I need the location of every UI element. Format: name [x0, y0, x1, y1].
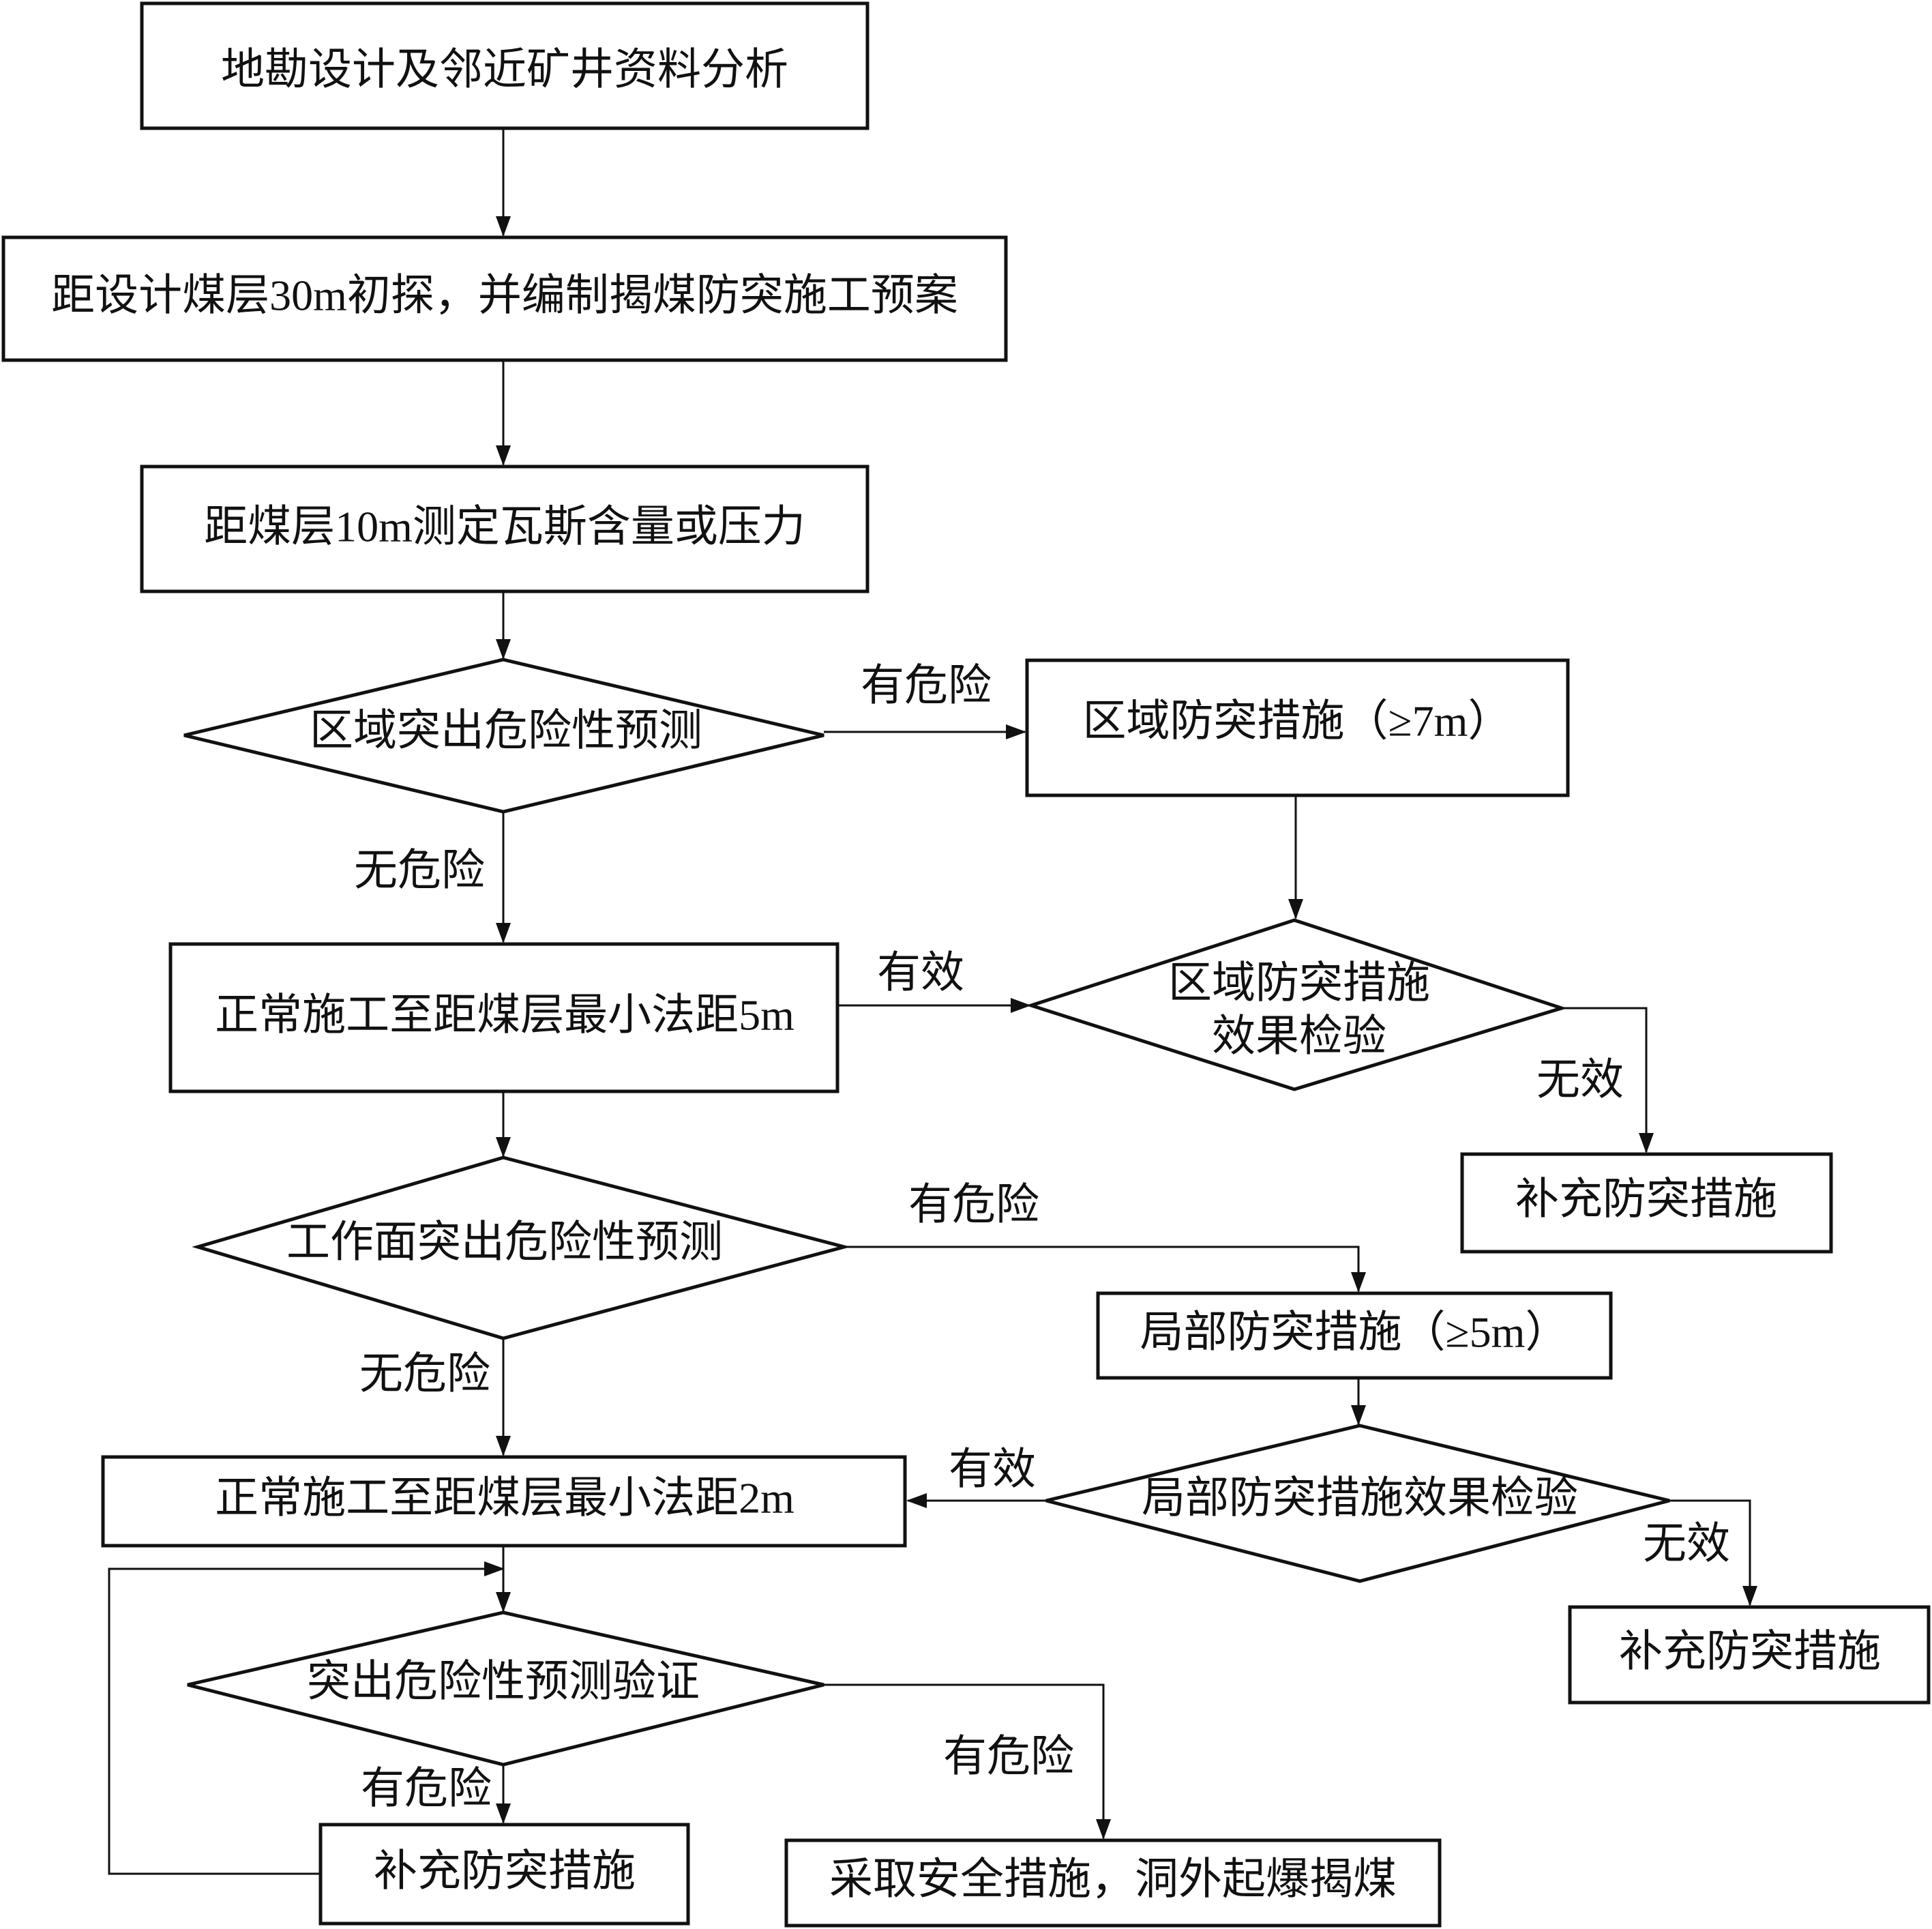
node-n13: 补充防突措施 — [1568, 1605, 1931, 1705]
connectors — [108, 128, 1757, 1875]
edge-label-n12-n11: 有效 — [949, 1445, 1036, 1494]
node-n6: 正常施工至距煤层最小法距5m — [168, 942, 839, 1093]
node-n3-label: 距煤层10m测定瓦斯含量或压力 — [204, 503, 805, 551]
node-n12: 局部防突措施效果检验 — [1045, 1424, 1670, 1583]
node-n16: 采取安全措施，洞外起爆揭煤 — [784, 1838, 1442, 1928]
edge-n12-n13 — [1669, 1499, 1757, 1606]
edge-labels: 有危险 无危险 有效 无效 有危险 无危险 有效 无效 有危险 有危险 — [354, 662, 1730, 1813]
edge-n14-n16 — [824, 1683, 1111, 1840]
node-n9: 工作面突出危险性预测 — [192, 1155, 851, 1340]
node-n11: 正常施工至距煤层最小法距2m — [101, 1455, 907, 1548]
node-n15: 补充防突措施 — [318, 1823, 690, 1926]
node-n6-label: 正常施工至距煤层最小法距5m — [215, 991, 794, 1040]
node-n1: 地勘设计及邻近矿井资料分析 — [140, 1, 870, 130]
edge-label-n9-n11: 无危险 — [359, 1350, 490, 1398]
node-n8: 补充防突措施 — [1460, 1152, 1833, 1254]
node-n10: 局部防突措施（≥5m） — [1096, 1291, 1613, 1380]
node-n2: 距设计煤层30m初探，并编制揭煤防突施工预案 — [1, 235, 1008, 362]
edge-label-n7-n8: 无效 — [1536, 1056, 1624, 1104]
node-n5: 区域防突措施（≥7m） — [1025, 658, 1570, 797]
node-n12-label: 局部防突措施效果检验 — [1142, 1474, 1578, 1522]
edge-n15-loop — [108, 1561, 505, 1875]
node-n13-label: 补充防突措施 — [1619, 1628, 1881, 1676]
node-n16-label: 采取安全措施，洞外起爆揭煤 — [829, 1855, 1397, 1904]
edge-label-n4-n6: 无危险 — [354, 846, 485, 895]
edge-n9-n10 — [844, 1246, 1366, 1293]
edge-label-n12-n13: 无效 — [1643, 1520, 1730, 1568]
node-n1-label: 地勘设计及邻近矿井资料分析 — [221, 46, 788, 94]
node-n8-label: 补充防突措施 — [1515, 1175, 1777, 1224]
node-n9-label: 工作面突出危险性预测 — [286, 1218, 723, 1267]
node-n10-label: 局部防突措施（≥5m） — [1140, 1308, 1569, 1357]
node-n4: 区域突出危险性预测 — [183, 658, 824, 814]
node-n3: 距煤层10m测定瓦斯含量或压力 — [140, 465, 870, 593]
node-n14: 突出危险性预测验证 — [187, 1610, 824, 1767]
node-n4-label: 区域突出危险性预测 — [310, 707, 702, 755]
edge-n7-n8 — [1562, 1007, 1654, 1153]
node-n2-label: 距设计煤层30m初探，并编制揭煤防突施工预案 — [51, 271, 958, 320]
edge-label-n6-n7: 有效 — [877, 949, 964, 997]
edge-label-n4-n5: 有危险 — [861, 662, 992, 710]
edge-label-n9-n10: 有危险 — [908, 1181, 1039, 1229]
node-n7-label-line1: 区域防突措施 — [1168, 959, 1430, 1007]
node-n7: 区域防突措施 效果检验 — [1025, 918, 1568, 1091]
edge-label-n14-n16: 有危险 — [943, 1733, 1074, 1781]
node-n14-label: 突出危险性预测验证 — [307, 1658, 700, 1706]
node-n7-label-line2: 效果检验 — [1212, 1012, 1386, 1061]
node-n11-label: 正常施工至距煤层最小法距2m — [215, 1474, 794, 1522]
node-n5-label: 区域防突措施（≥7m） — [1083, 697, 1512, 746]
node-n15-label: 补充防突措施 — [374, 1847, 636, 1896]
edge-label-n14-n15: 有危险 — [361, 1765, 492, 1813]
